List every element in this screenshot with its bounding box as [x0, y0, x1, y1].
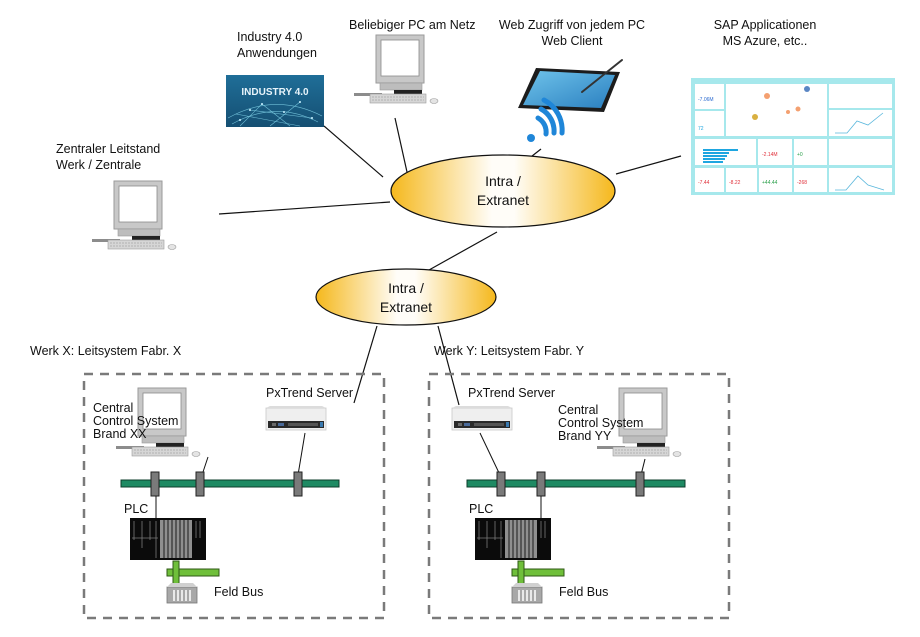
plant-x-control-line1: Central	[93, 401, 134, 415]
link-sap-net	[615, 155, 682, 175]
intra-extranet-main-label: Intra / Extranet	[453, 172, 553, 210]
plant-x-fieldbus	[166, 568, 220, 577]
intra-extranet-sub-line2: Extranet	[379, 299, 433, 315]
kpi-1: -7.06M	[698, 97, 714, 103]
plant-y-fieldbus-label: Feld Bus	[559, 585, 609, 599]
intra-extranet-main-line2: Extranet	[476, 192, 530, 208]
plant-x-server-label: PxTrend Server	[266, 386, 354, 400]
web-client-label-line1: Web Zugriff von jedem PC	[498, 18, 646, 32]
plant-x-fieldbus-label: Feld Bus	[214, 585, 264, 599]
plant-y-server-label: PxTrend Server	[468, 386, 556, 400]
plant-x-plc-icon	[129, 517, 207, 561]
kpi-4: +0	[797, 152, 803, 158]
plant-x-io-icon	[166, 582, 198, 604]
central-station-label-line1: Zentraler Leitstand	[56, 142, 161, 156]
industry40-label-line2: Anwendungen	[237, 46, 317, 60]
plant-y-fieldbus	[511, 568, 565, 577]
sap-label: SAP Applicationen MS Azure, etc..	[700, 17, 830, 49]
link-central-net	[218, 201, 391, 215]
intra-extranet-main-line1: Intra /	[485, 173, 521, 189]
industry40-label-line1: Industry 4.0	[237, 30, 303, 44]
plant-y-title: Werk Y: Leitsystem Fabr. Y	[434, 344, 585, 358]
kpi-7: +44.44	[762, 180, 778, 186]
plant-x-boundary	[82, 372, 386, 620]
link-net-serverx	[353, 325, 378, 404]
kpi-5: -7.44	[698, 180, 710, 186]
tablet-icon	[518, 59, 623, 112]
industry40-label: Industry 4.0 Anwendungen	[237, 29, 317, 61]
kpi-6: -8.22	[729, 180, 741, 186]
central-pc-icon	[91, 180, 177, 250]
plant-x	[82, 372, 386, 620]
web-client-label-line2: Web Client	[541, 34, 603, 48]
intra-extranet-sub-line1: Intra /	[388, 280, 424, 296]
plant-y-control-line2: Control System	[558, 416, 644, 430]
plant-y-server-icon	[451, 405, 513, 431]
plant-y-system-bus	[466, 479, 686, 488]
link-industry-net	[323, 125, 384, 178]
pc-net-icon	[353, 34, 439, 104]
intra-extranet-sub-label: Intra / Extranet	[356, 279, 456, 317]
plant-y-control-line1: Central	[558, 403, 599, 417]
plant-y-plc-label: PLC	[469, 502, 494, 516]
link-net-servery	[437, 325, 460, 406]
sap-label-line2: MS Azure, etc..	[722, 34, 808, 48]
wifi-icon	[527, 97, 565, 142]
plant-y	[427, 372, 731, 620]
plant-x-control-label: Central Control System Brand XX	[93, 402, 178, 441]
central-station-label: Zentraler Leitstand Werk / Zentrale	[56, 141, 160, 173]
plant-x-server-icon	[265, 405, 327, 431]
pc-net-label: Beliebiger PC am Netz	[349, 18, 476, 32]
plant-x-control-line2: Control System	[93, 414, 179, 428]
link-net-net	[428, 231, 498, 271]
kpi-2: 72	[698, 126, 704, 132]
plant-x-control-line3: Brand XX	[93, 427, 147, 441]
link-pc-net	[394, 117, 408, 173]
plant-y-plc-icon	[474, 517, 552, 561]
intra-extranet-main	[390, 154, 616, 228]
sap-label-line1: SAP Applicationen	[713, 18, 817, 32]
connections	[218, 117, 682, 406]
web-client-label: Web Zugriff von jedem PC Web Client	[492, 17, 652, 49]
plant-y-control-label: Central Control System Brand YY	[558, 404, 643, 443]
kpi-3: -2.14M	[762, 152, 778, 158]
plant-x-system-bus	[120, 479, 340, 488]
intra-extranet-sub	[315, 268, 497, 326]
plant-y-io-icon	[511, 582, 543, 604]
central-station-label-line2: Werk / Zentrale	[56, 158, 142, 172]
kpi-8: -268	[797, 180, 807, 186]
plant-y-control-line3: Brand YY	[558, 429, 612, 443]
sap-dashboard-image: -7.06M 72 -2.14M +0 -7.44 -8.22 +44.44 -…	[691, 78, 895, 195]
plant-y-boundary	[427, 372, 731, 620]
plant-x-plc-label: PLC	[124, 502, 149, 516]
industry40-image-text: INDUSTRY 4.0	[241, 87, 309, 98]
plant-x-title: Werk X: Leitsystem Fabr. X	[30, 344, 182, 358]
industry40-image: INDUSTRY 4.0	[226, 75, 324, 127]
